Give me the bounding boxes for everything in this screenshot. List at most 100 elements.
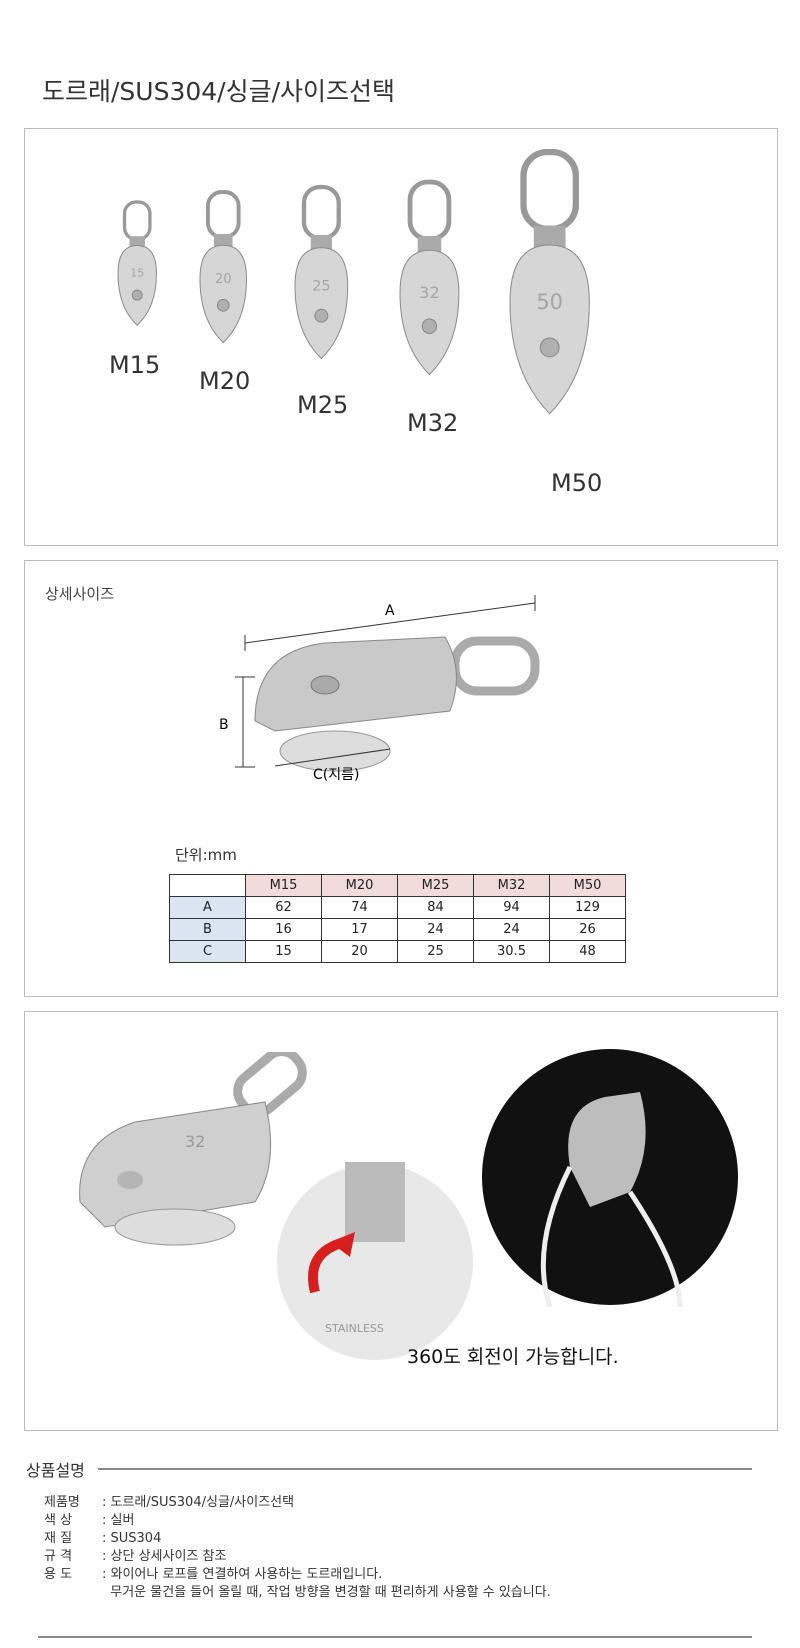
closeup-frame [277,1164,473,1360]
table-corner [169,874,246,897]
description-key: 재 질 [44,1531,73,1546]
divider [98,1468,752,1470]
swivel-ring [233,1052,307,1117]
swivel-ring [301,184,341,241]
swivel-ring [205,190,241,239]
size-label: M50 [551,469,603,497]
brand-stamp: STAINLESS [325,1322,384,1335]
plate-number: 15 [130,267,144,280]
detail-heading: 상세사이즈 [45,585,115,603]
dim-a-line [244,602,536,644]
description-value: : 도르래/SUS304/싱글/사이즈선택 [102,1495,295,1510]
description-row: 재 질 : SUS304 [44,1530,551,1548]
feature-panel: 32 STAINLESS 360도 회전이 가능합니다. [24,1011,778,1431]
description-key: 색 상 [44,1513,73,1528]
pulley-image-m15: 15 [117,200,157,326]
swivel-ring [450,636,540,696]
dim-c-line [274,748,391,767]
axle-rivet [421,318,438,334]
table-cell: 30.5 [473,940,550,963]
detail-size-panel: 상세사이즈 A B C(지름) 단위:mm M15 M20 M25 M32 M5… [24,560,778,997]
description-row: 색 상 : 실버 [44,1512,551,1530]
pulley-body [568,1092,646,1207]
rope [540,1165,683,1307]
axle-rivet [539,337,560,358]
description-heading: 상품설명 [26,1461,85,1480]
table-cell: 17 [321,918,398,941]
size-label: M20 [199,367,251,395]
swivel-closeup-photo: STAINLESS [277,1162,473,1360]
pulley-body [117,244,157,326]
table-cell: 20 [321,940,398,963]
dim-b-label: B [219,717,229,733]
swivel-ring [122,200,152,241]
table-cell: 129 [549,896,626,919]
swivel-joint [345,1162,405,1242]
dim-c-label: C(지름) [313,767,359,783]
pulley-dimension-diagram: A B C(지름) [219,595,540,783]
description-row: 용 도: 와이어나 로프를 연결하여 사용하는 도르래입니다. [44,1566,551,1584]
size-label: M25 [297,391,349,419]
plate-number: 32 [185,1132,205,1151]
row-header: C [169,940,246,963]
description-row: 제품명 : 도르래/SUS304/싱글/사이즈선택 [44,1494,551,1512]
swivel-ring [520,149,580,232]
col-header: M15 [245,874,322,897]
rotation-caption: 360도 회전이 가능합니다. [407,1346,619,1368]
pulley-body [294,247,349,360]
axle-rivet [131,289,143,301]
pulley-image-m32: 32 [399,179,460,376]
page-title: 도르래/SUS304/싱글/사이즈선택 [42,77,396,106]
table-cell: 24 [473,918,550,941]
pulley-image-m50: 50 [509,149,590,415]
table-cell: 74 [321,896,398,919]
unit-label: 단위:mm [175,846,237,864]
table-cell: 48 [549,940,626,963]
size-lineup-panel: 15 M15 20 M20 25 M25 32 M32 50 M50 [24,128,778,546]
sheave-wheel [114,1208,236,1246]
table-cell: 16 [245,918,322,941]
table-cell: 26 [549,918,626,941]
rope-pulley-photo [482,1049,738,1307]
table-cell: 24 [397,918,474,941]
description-value: : SUS304 [102,1531,162,1546]
axle-rivet [310,675,340,695]
col-header: M25 [397,874,474,897]
description-value: : 상단 상세사이즈 참조 [102,1549,227,1564]
table-cell: 25 [397,940,474,963]
description-value: : 실버 [102,1513,135,1528]
description-key: 제품명 [44,1495,80,1510]
divider [38,1636,752,1638]
axle-rivet [117,1171,143,1189]
plate-number: 20 [215,272,232,287]
dim-a-label: A [385,603,395,619]
pulley-image-m20: 20 [199,190,248,344]
description-key [44,1584,102,1602]
table-cell: 15 [245,940,322,963]
table-cell: 84 [397,896,474,919]
pulley-body [199,244,248,344]
pulley-body [399,249,460,376]
col-header: M50 [549,874,626,897]
row-header: B [169,918,246,941]
description-row: 규 격: 상단 상세사이즈 참조 [44,1548,551,1566]
description-list: 제품명 : 도르래/SUS304/싱글/사이즈선택 색 상 : 실버 재 질 : SU… [44,1494,551,1602]
col-header: M20 [321,874,398,897]
plate-number: 50 [536,290,563,314]
description-row: 무거운 물건을 들어 올릴 때, 작업 방향을 변경할 때 편리하게 사용할 수… [44,1584,551,1602]
size-label: M15 [109,351,161,379]
rotate-arrow-icon [308,1232,355,1294]
pulley-body [509,244,590,415]
row-header: A [169,896,246,919]
pulley-body [254,636,457,732]
description-value: : 와이어나 로프를 연결하여 사용하는 도르래입니다. [102,1567,383,1582]
plate-number: 32 [419,283,439,302]
axle-rivet [314,308,329,323]
pulley-body [79,1101,272,1228]
pulley-image-m25: 25 [294,184,349,360]
table-cell: 94 [473,896,550,919]
